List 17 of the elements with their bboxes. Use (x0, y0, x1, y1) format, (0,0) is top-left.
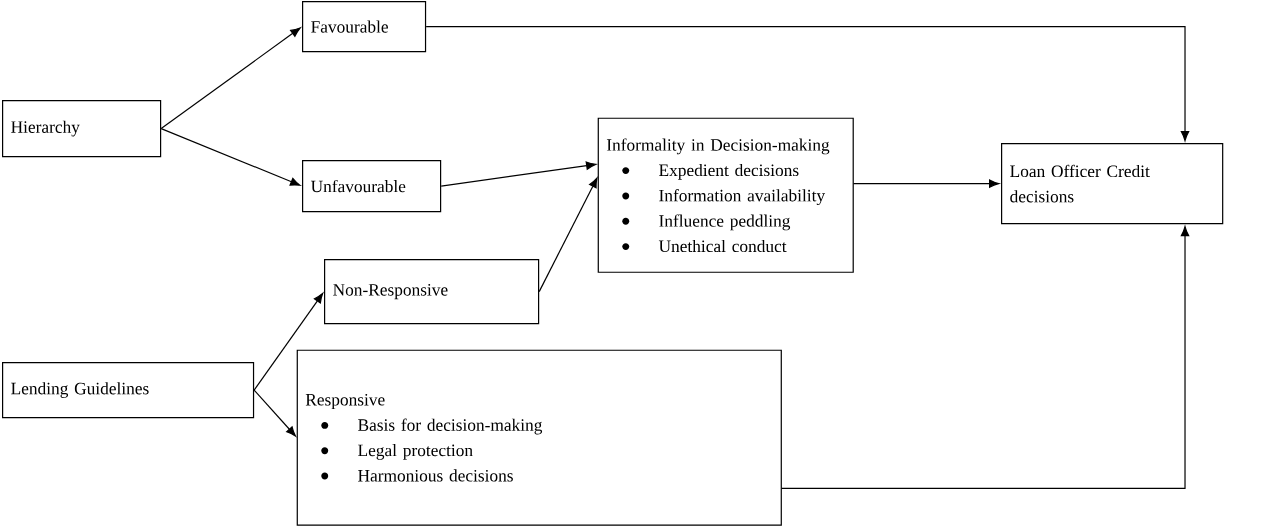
arrow (253, 389, 296, 437)
arrow (425, 26, 1190, 142)
arrow (253, 292, 324, 391)
process-box: Informality in Decision-making Expedient decisions Information availability Influence peddling Unethical conduct (597, 117, 854, 273)
process-box: Non-Responsive (324, 259, 540, 325)
process-box: Favourable (302, 1, 427, 53)
process-box: Hierarchy (2, 100, 162, 158)
arrow (852, 179, 1000, 188)
process-box: Loan Officer Credit decisions (1001, 143, 1224, 225)
process-box: Responsive Basis for decision-making Legal protection Harmonious decisions (296, 349, 782, 526)
arrow (538, 177, 598, 293)
arrow (780, 226, 1190, 490)
process-box: Unfavourable (302, 160, 442, 213)
arrow (160, 27, 301, 130)
arrow (160, 128, 301, 186)
arrow (440, 161, 597, 187)
process-box: Lending Guidelines (2, 362, 255, 419)
